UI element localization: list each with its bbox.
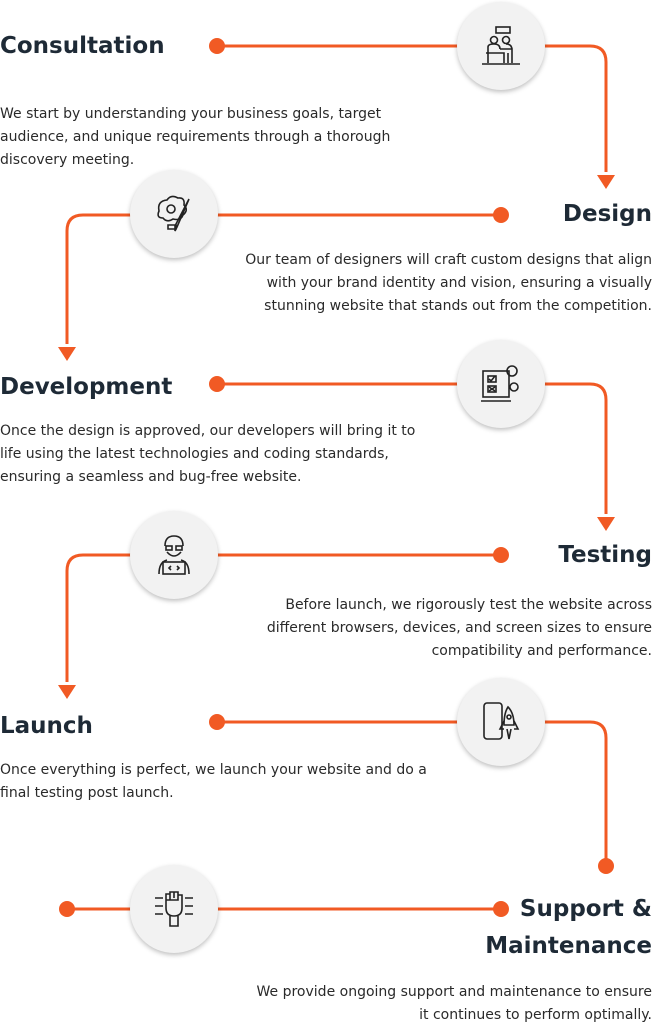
step-description-design: Our team of designers will craft custom … xyxy=(245,249,652,318)
step-title-development: Development xyxy=(0,374,173,400)
timeline-dot xyxy=(209,714,225,730)
support-hand-tools-icon xyxy=(130,865,218,953)
step-description-development: Once the design is approved, our develop… xyxy=(0,420,415,489)
timeline-dot xyxy=(598,858,614,874)
arrow-down-icon xyxy=(58,685,76,699)
meeting-icon xyxy=(457,2,545,90)
step-description-consultation: We start by understanding your business … xyxy=(0,103,390,172)
description-line: discovery meeting. xyxy=(0,152,135,168)
description-line: compatibility and performance. xyxy=(431,643,652,659)
timeline-dot xyxy=(493,207,509,223)
description-line: Once the design is approved, our develop… xyxy=(0,423,416,439)
step-description-support: We provide ongoing support and maintenan… xyxy=(257,981,652,1027)
step-description-launch: Once everything is perfect, we launch yo… xyxy=(0,759,427,805)
arrow-down-icon xyxy=(597,517,615,531)
timeline-dot xyxy=(493,901,509,917)
description-line: final testing post launch. xyxy=(0,785,174,801)
description-line: with your brand identity and vision, ens… xyxy=(266,275,652,291)
timeline-dot xyxy=(59,901,75,917)
step-title-consultation: Consultation xyxy=(0,33,165,59)
creative-design-icon xyxy=(130,170,218,258)
step-description-testing: Before launch, we rigorously test the we… xyxy=(267,594,652,663)
step-title-launch: Launch xyxy=(0,713,93,739)
description-line: Before launch, we rigorously test the we… xyxy=(285,597,652,613)
description-line: We start by understanding your business … xyxy=(0,106,382,122)
step-title-support: Support & xyxy=(519,896,652,922)
description-line: Once everything is perfect, we launch yo… xyxy=(0,762,427,778)
step-title-testing: Testing xyxy=(558,542,652,568)
step-title-design: Design xyxy=(562,201,652,227)
description-line: We provide ongoing support and maintenan… xyxy=(256,984,652,1000)
timeline-dot xyxy=(209,38,225,54)
development-board-icon xyxy=(457,340,545,428)
description-line: it continues to perform optimally. xyxy=(419,1007,652,1023)
description-line: ensuring a seamless and bug-free website… xyxy=(0,469,302,485)
description-line: audience, and unique requirements throug… xyxy=(0,129,391,145)
step-title-maintenance: Maintenance xyxy=(485,933,652,959)
timeline-dot xyxy=(493,547,509,563)
description-line: Our team of designers will craft custom … xyxy=(245,252,652,268)
timeline-dot xyxy=(209,376,225,392)
mobile-rocket-icon xyxy=(457,678,545,766)
description-line: stunning website that stands out from th… xyxy=(264,298,652,314)
developer-laptop-icon xyxy=(130,511,218,599)
description-line: life using the latest technologies and c… xyxy=(0,446,389,462)
arrow-down-icon xyxy=(58,347,76,361)
arrow-down-icon xyxy=(597,175,615,189)
description-line: different browsers, devices, and screen … xyxy=(266,620,652,636)
